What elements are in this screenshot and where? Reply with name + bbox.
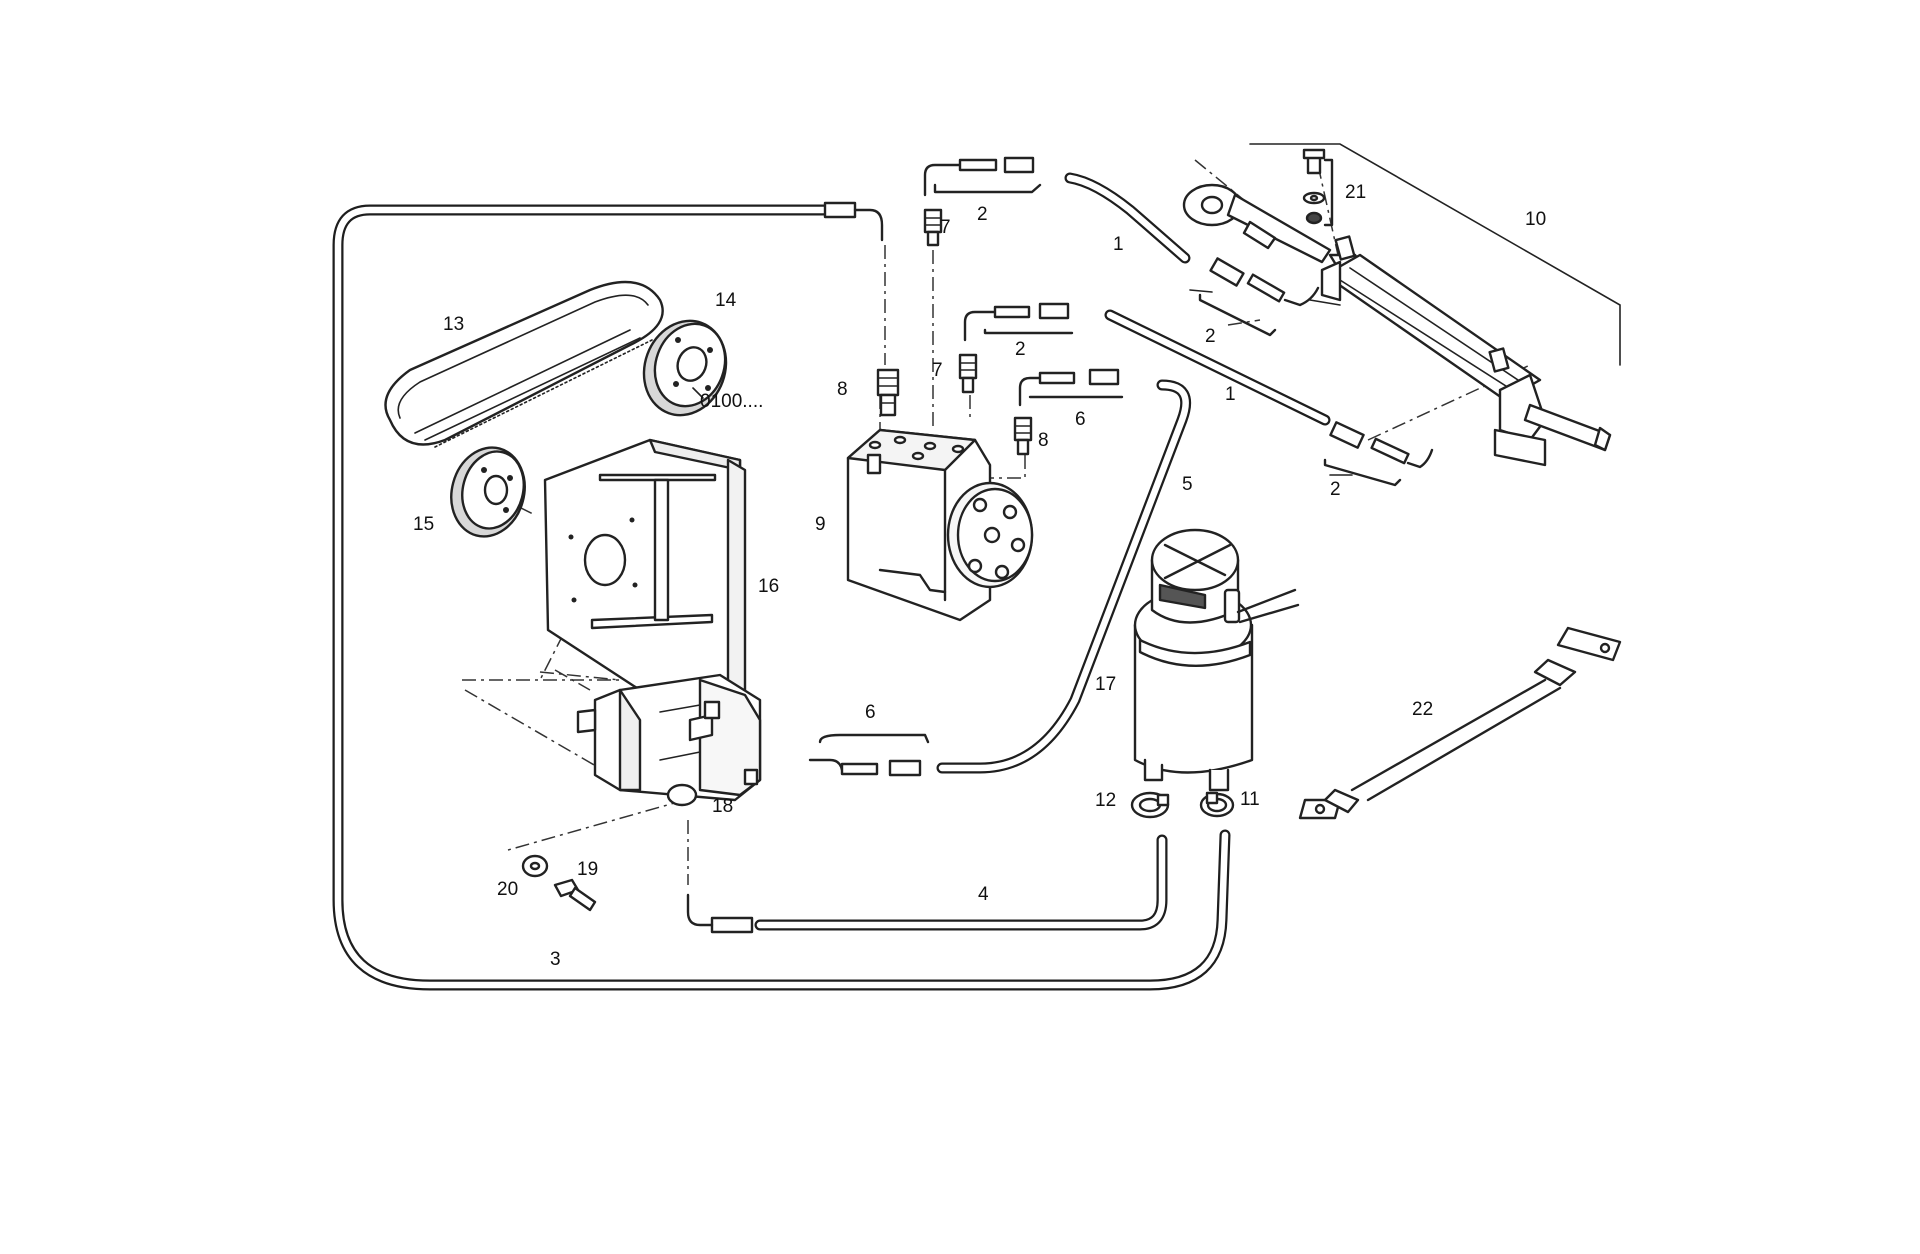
reservoir-17[interactable] bbox=[1133, 528, 1300, 792]
label-10: 10 bbox=[1525, 209, 1546, 230]
fitting-set-2-cylinder-upper[interactable] bbox=[1198, 257, 1320, 337]
hose-1-upper[interactable] bbox=[1064, 172, 1191, 264]
label-8b: 8 bbox=[1038, 430, 1049, 451]
hose-1-lower[interactable] bbox=[1104, 309, 1331, 426]
label-18: 18 bbox=[712, 796, 733, 817]
hose-4[interactable] bbox=[754, 834, 1168, 931]
label-21: 21 bbox=[1345, 182, 1366, 203]
label-1a: 1 bbox=[1113, 234, 1124, 255]
label-5: 5 bbox=[1182, 474, 1193, 495]
label-2d: 2 bbox=[1330, 479, 1341, 500]
callout-lines bbox=[692, 143, 1621, 476]
washer-20[interactable] bbox=[521, 854, 549, 878]
ground-strap-22[interactable] bbox=[1298, 626, 1622, 820]
label-22: 22 bbox=[1412, 699, 1433, 720]
hose-5[interactable] bbox=[936, 379, 1192, 774]
label-3: 3 bbox=[550, 949, 561, 970]
label-20: 20 bbox=[497, 879, 518, 900]
label-17: 17 bbox=[1095, 674, 1116, 695]
label-9: 9 bbox=[815, 514, 826, 535]
bolt-19[interactable] bbox=[553, 878, 597, 912]
hose-3-fittings bbox=[823, 201, 884, 242]
label-16: 16 bbox=[758, 576, 779, 597]
belt-13[interactable] bbox=[384, 280, 664, 448]
label-13: 13 bbox=[443, 314, 464, 335]
steering-unit-9[interactable] bbox=[846, 428, 1034, 622]
hose-4-fittings bbox=[686, 893, 754, 934]
fitting-set-2-top[interactable] bbox=[923, 156, 1042, 197]
bracket-16[interactable] bbox=[543, 438, 747, 692]
label-1b: 1 bbox=[1225, 384, 1236, 405]
steering-cylinder-10[interactable] bbox=[1182, 183, 1612, 467]
pulley-14[interactable] bbox=[631, 309, 739, 427]
bolt-set-21[interactable] bbox=[1302, 148, 1334, 227]
hose-clamp-12[interactable] bbox=[1130, 791, 1170, 819]
label-14: 14 bbox=[715, 290, 737, 311]
fitting-set-2-mid[interactable] bbox=[963, 302, 1074, 342]
fitting-set-2-cylinder-lower[interactable] bbox=[1323, 421, 1434, 487]
label-7a: 7 bbox=[940, 217, 951, 238]
hose-clamp-11[interactable] bbox=[1199, 791, 1235, 818]
label-4: 4 bbox=[978, 884, 989, 905]
label-2c: 2 bbox=[1205, 326, 1216, 347]
label-6a: 6 bbox=[1075, 409, 1086, 430]
part-labels: 1 1 2 2 2 2 3 4 5 6 6 7 7 8 8 9 10 11 12… bbox=[413, 182, 1546, 970]
label-11: 11 bbox=[1240, 789, 1260, 810]
pulley-15[interactable] bbox=[442, 439, 535, 545]
label-15: 15 bbox=[413, 514, 434, 535]
label-7b: 7 bbox=[932, 360, 943, 381]
label-12: 12 bbox=[1095, 790, 1116, 811]
label-2b: 2 bbox=[1015, 339, 1026, 360]
fitting-set-6-top[interactable] bbox=[1018, 368, 1124, 407]
hydraulic-pump-18[interactable] bbox=[576, 673, 762, 807]
label-19: 19 bbox=[577, 859, 598, 880]
label-8a: 8 bbox=[837, 379, 848, 400]
label-0100: 0100.... bbox=[700, 391, 763, 412]
fitting-8-left[interactable] bbox=[876, 368, 900, 417]
fitting-8-right[interactable] bbox=[1013, 416, 1033, 456]
fitting-set-6-bottom[interactable] bbox=[808, 733, 930, 777]
label-2a: 2 bbox=[977, 204, 988, 225]
hose-3[interactable] bbox=[332, 204, 1231, 991]
label-6b: 6 bbox=[865, 702, 876, 723]
fitting-7-mid[interactable] bbox=[958, 353, 978, 394]
fitting-7-top[interactable] bbox=[923, 208, 943, 247]
